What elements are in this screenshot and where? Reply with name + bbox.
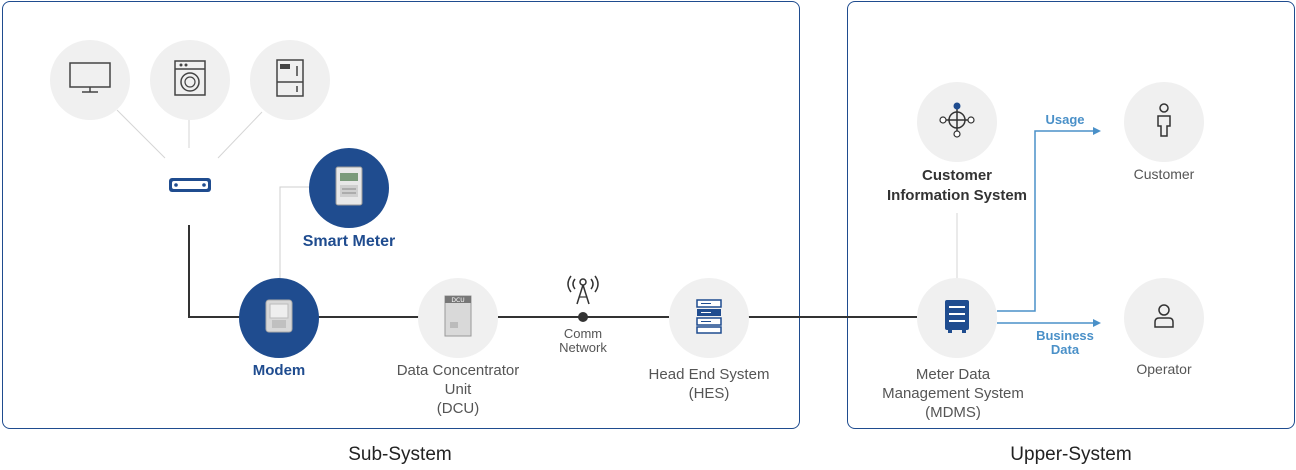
upper-system-title: Upper-System (1010, 444, 1132, 465)
hes-label-line1: Head End System (648, 366, 770, 383)
network-icon (939, 102, 975, 143)
comm-label-line1: Comm (563, 326, 603, 341)
business-data-label-line1: Business (1036, 328, 1094, 343)
washing-machine-node (150, 40, 230, 120)
dcu-badge-text: DCU (451, 297, 464, 304)
customer-label: Customer (1133, 166, 1195, 182)
upper-system-panel (847, 1, 1295, 429)
sub-system-title: Sub-System (348, 444, 452, 465)
antenna-icon (563, 270, 603, 311)
dcu-node: DCU (418, 278, 498, 358)
dcu-label-line3: (DCU) (436, 400, 480, 417)
washing-machine-icon (173, 59, 207, 102)
smart-meter-label: Smart Meter (302, 233, 396, 250)
cis-label-line1: Customer (921, 167, 992, 184)
comm-label-line2: Network (559, 340, 607, 355)
cis-label-line2: Information System (886, 187, 1028, 204)
hes-node (669, 278, 749, 358)
modem-node (239, 278, 319, 358)
tv-icon (68, 61, 112, 100)
customer-node (1124, 82, 1204, 162)
cis-node (917, 82, 997, 162)
hes-label-line2: (HES) (688, 385, 730, 402)
operator-label: Operator (1136, 361, 1192, 377)
dcu-icon: DCU (443, 294, 473, 343)
mdms-server-icon (943, 298, 971, 339)
refrigerator-node (250, 40, 330, 120)
modem-icon (264, 298, 294, 339)
operator-node (1124, 278, 1204, 358)
tv-node (50, 40, 130, 120)
server-icon (695, 298, 723, 339)
operator-icon (1153, 303, 1175, 334)
person-icon (1153, 102, 1175, 143)
sub-system-panel (2, 1, 800, 429)
dcu-label-line1: Data Concentrator (396, 362, 520, 379)
modem-label: Modem (252, 362, 306, 379)
dcu-label-line2: Unit (444, 381, 472, 398)
router-icon (168, 175, 212, 200)
mdms-label-line2: Management System (882, 385, 1024, 402)
mdms-label-line3: (MDMS) (925, 404, 981, 421)
smart-meter-icon (334, 165, 364, 212)
mdms-label-line1: Meter Data (915, 366, 991, 383)
usage-flow-label: Usage (1045, 112, 1085, 127)
mdms-node (917, 278, 997, 358)
business-data-label-line2: Data (1050, 342, 1080, 357)
smart-meter-node (309, 148, 389, 228)
refrigerator-icon (275, 58, 305, 103)
